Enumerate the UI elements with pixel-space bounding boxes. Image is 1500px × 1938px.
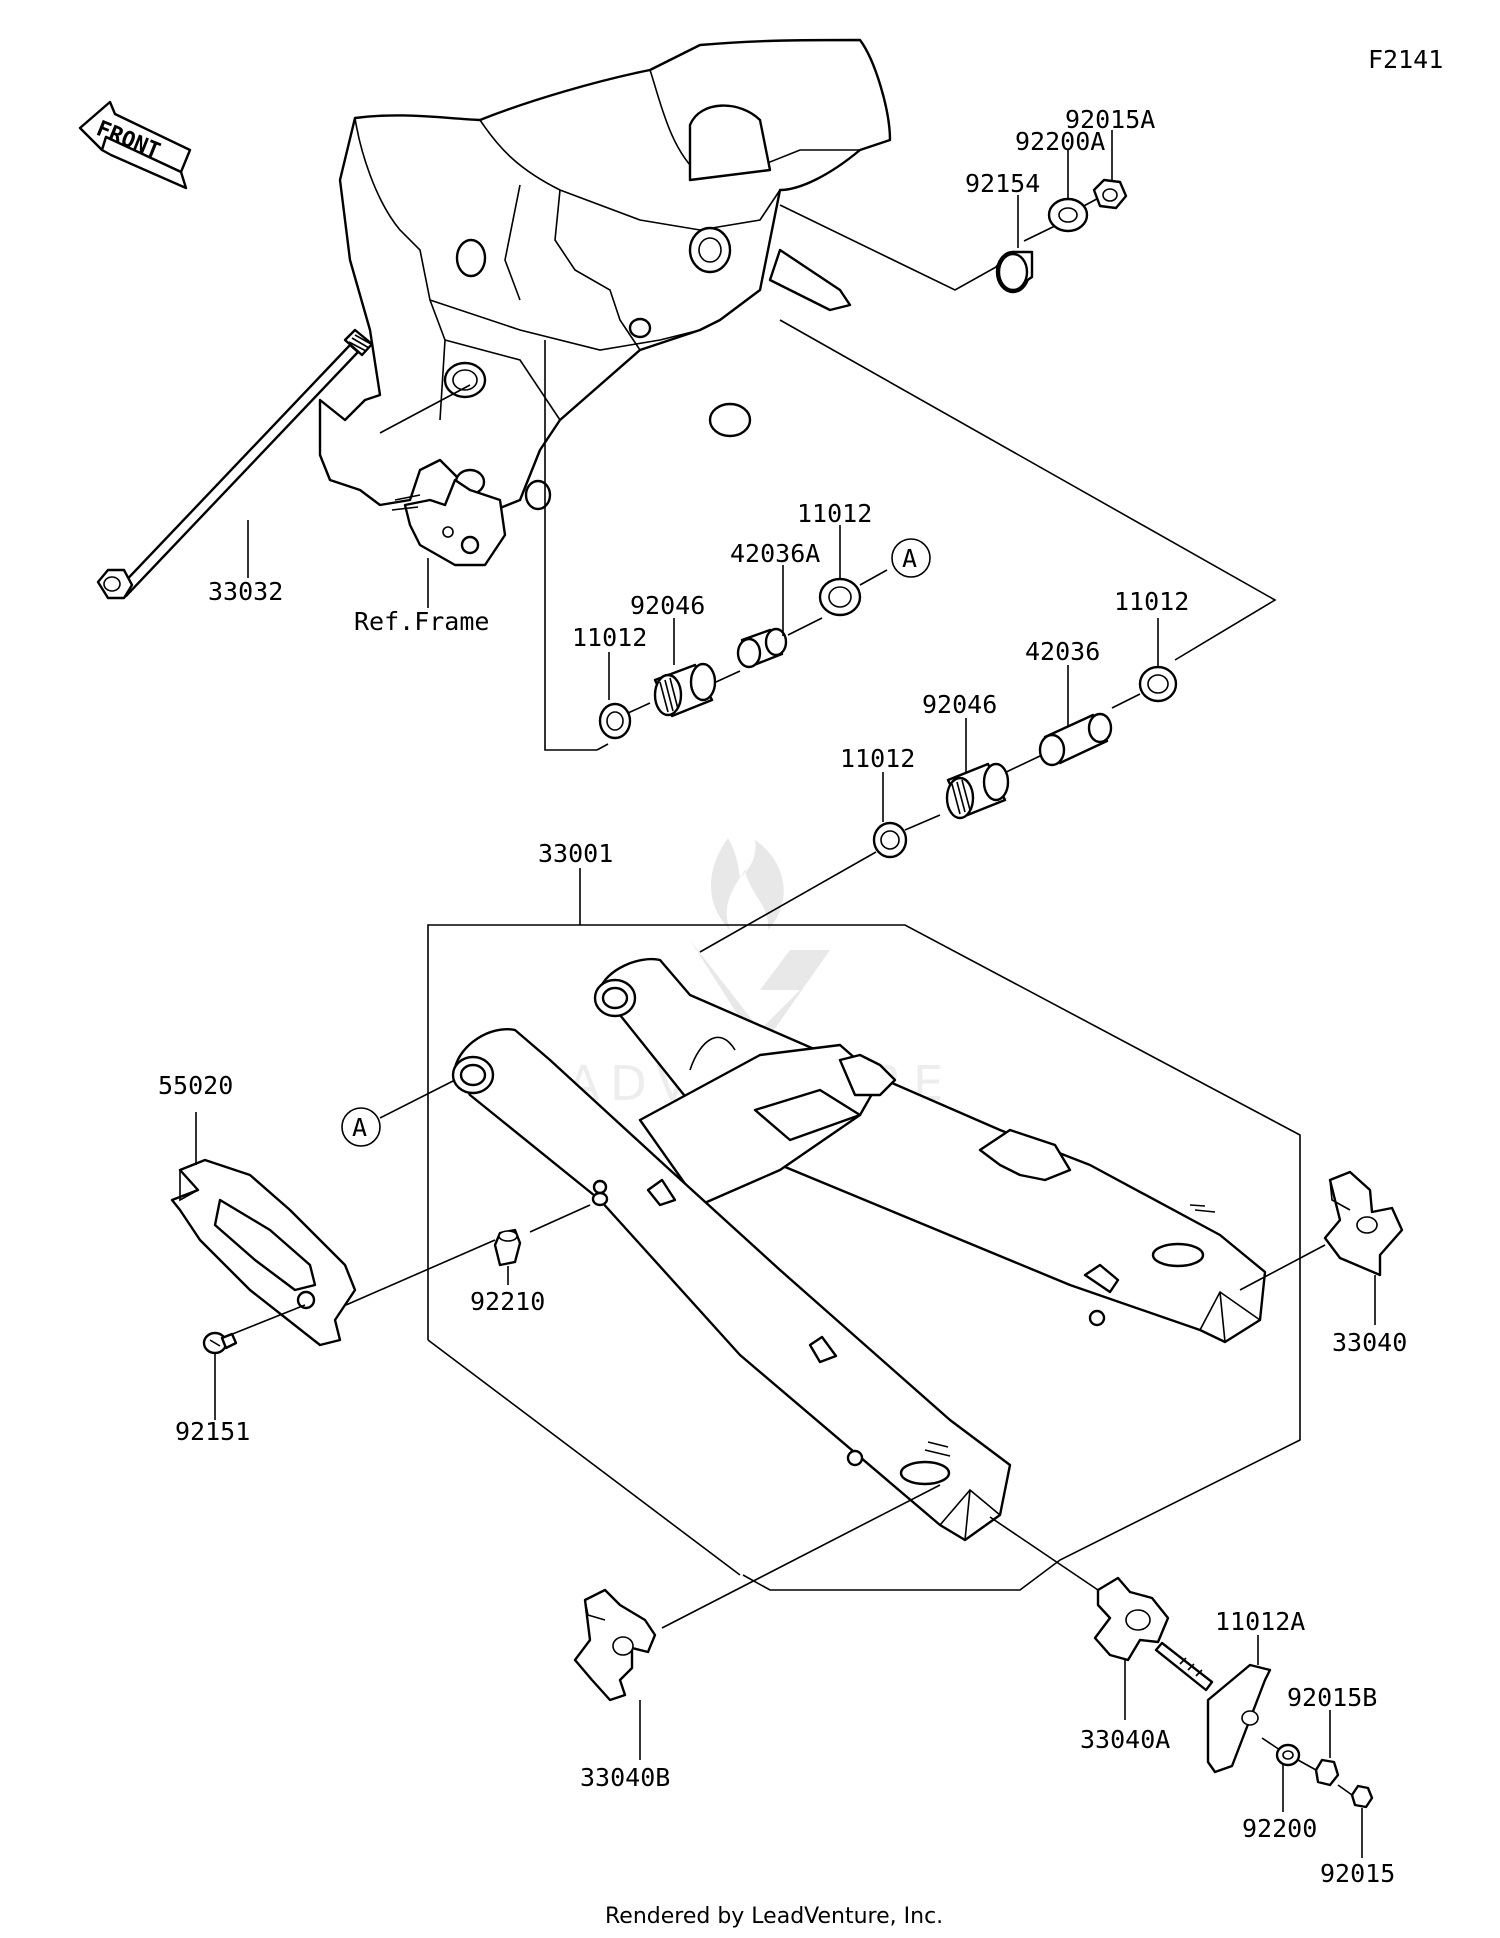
nut-92015A — [1092, 178, 1128, 210]
label-55020: 55020 — [158, 1071, 233, 1100]
pivot-shaft-33032 — [96, 328, 374, 600]
oil-seal-11012-lower-left — [872, 821, 908, 859]
diagram-code: F2141 — [1368, 45, 1443, 74]
label-92015A: 92015A — [1065, 105, 1155, 134]
label-33040A: 33040A — [1080, 1725, 1170, 1754]
plate-11012A — [1206, 1663, 1272, 1774]
collar-42036A — [736, 627, 788, 669]
chain-adjuster-33040B — [573, 1588, 657, 1702]
label-42036A: 42036A — [730, 539, 820, 568]
label-11012A: 11012A — [1215, 1607, 1305, 1636]
label-33001: 33001 — [538, 839, 613, 868]
callout-a-lower-letter: A — [352, 1113, 367, 1142]
needle-bearing-92046-lower — [945, 762, 1010, 820]
collar-92210 — [493, 1228, 522, 1267]
label-33040B: 33040B — [580, 1763, 670, 1792]
label-92200A: 92200A — [1015, 127, 1105, 156]
label-92046-b: 92046 — [922, 690, 997, 719]
nut-92015 — [1350, 1784, 1374, 1809]
label-33032: 33032 — [208, 577, 283, 606]
chain-adjuster-33040A — [1093, 1576, 1214, 1692]
oil-seal-11012-upper-right — [818, 577, 862, 617]
label-92154: 92154 — [965, 169, 1040, 198]
ref-frame-label: Ref.Frame — [354, 607, 489, 636]
label-42036: 42036 — [1025, 637, 1100, 666]
label-11012-b: 11012 — [572, 623, 647, 652]
spacer-92154 — [995, 250, 1034, 294]
needle-bearing-92046-upper — [653, 662, 717, 718]
chain-adjuster-33040 — [1323, 1170, 1404, 1277]
swingarm-hole — [591, 1191, 609, 1207]
label-11012-a: 11012 — [797, 499, 872, 528]
label-92151: 92151 — [175, 1417, 250, 1446]
collar-42036 — [1038, 712, 1113, 767]
oil-seal-11012-left-upper — [598, 702, 632, 740]
label-11012-c: 11012 — [1114, 587, 1189, 616]
oil-seal-11012-lower-right — [1138, 665, 1178, 703]
front-arrow-icon: FRONT — [78, 100, 192, 190]
nut-92015B — [1314, 1758, 1340, 1787]
label-92015B: 92015B — [1287, 1683, 1377, 1712]
label-11012-d: 11012 — [840, 744, 915, 773]
callout-a-top-letter: A — [902, 544, 917, 573]
label-33040: 33040 — [1332, 1328, 1407, 1357]
label-92200: 92200 — [1242, 1814, 1317, 1843]
callout-a-top — [891, 538, 931, 578]
washer-92200 — [1275, 1743, 1301, 1767]
washer-92200A — [1047, 197, 1089, 233]
chain-slider-55020 — [170, 1158, 357, 1347]
swing-arm-33001 — [451, 957, 1267, 1542]
label-92015: 92015 — [1320, 1859, 1395, 1888]
label-92046-a: 92046 — [630, 591, 705, 620]
bolt-92151 — [202, 1331, 238, 1355]
frame-drawing: Ref.Frame — [318, 38, 892, 636]
callout-a-lower — [341, 1107, 381, 1147]
label-92210: 92210 — [470, 1287, 545, 1316]
footer-credit: Rendered by LeadVenture, Inc. — [605, 1904, 943, 1929]
